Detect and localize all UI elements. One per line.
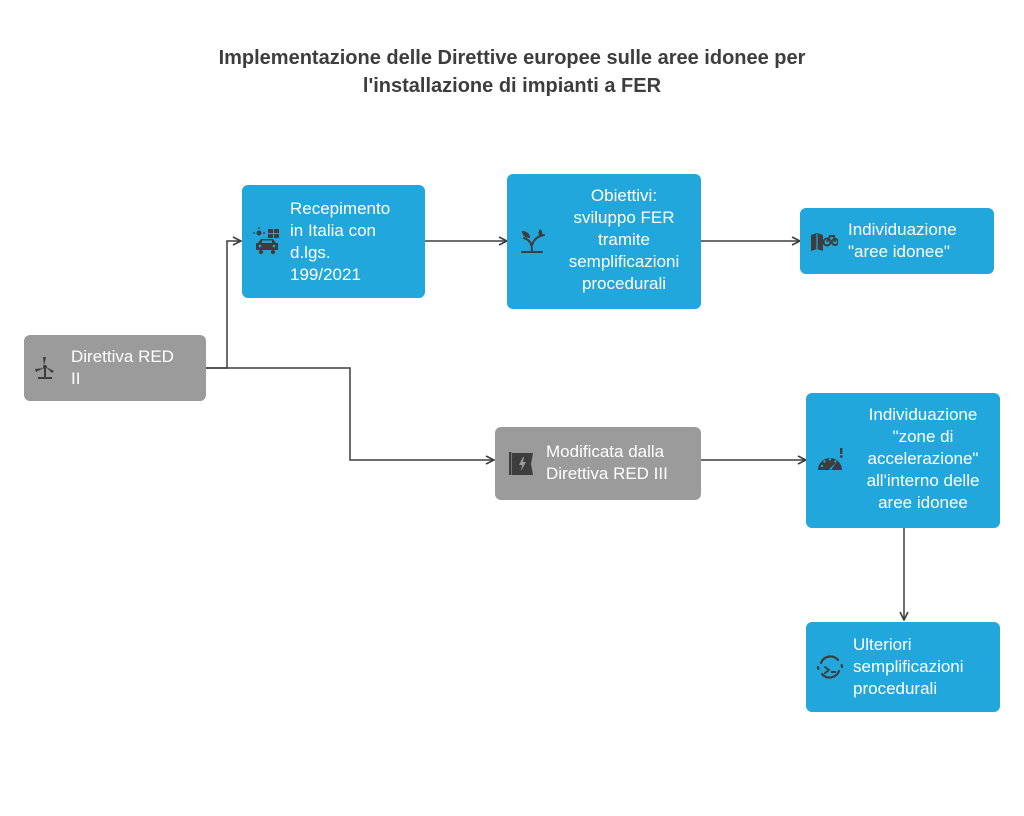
node-direttiva-red-iii-label: Modificata dalla Direttiva RED III — [546, 442, 668, 483]
node-aree-idonee-label: Individuazione "aree idonee" — [848, 220, 957, 261]
circular-arrows-icon — [816, 653, 844, 681]
node-direttiva-red-iii: Modificata dalla Direttiva RED III — [495, 427, 701, 500]
node-direttiva-red-ii-label: Direttiva RED II — [71, 347, 174, 388]
node-aree-idonee: Individuazione "aree idonee" — [800, 208, 994, 274]
node-obiettivi-label: Obiettivi: sviluppo FER tramite semplifi… — [568, 186, 680, 293]
connector-red2-to-recepimento — [206, 241, 241, 369]
node-ulteriori-semplificazioni: Ulteriori semplificazioni procedurali — [806, 622, 1000, 712]
diagram-title: Implementazione delle Direttive europee … — [0, 44, 1024, 100]
plant-sprout-icon — [518, 227, 546, 255]
node-zone-accelerazione-label: Individuazione "zone di accelerazione" a… — [866, 405, 980, 512]
energy-flag-icon — [507, 449, 535, 477]
speedometer-icon — [816, 446, 844, 474]
diagram-title-text: Implementazione delle Direttive europee … — [218, 47, 806, 97]
connector-red2-to-red3 — [206, 367, 494, 460]
node-zone-accelerazione: Individuazione "zone di accelerazione" a… — [806, 393, 1000, 528]
node-obiettivi: Obiettivi: sviluppo FER tramite semplifi… — [507, 174, 701, 309]
solar-car-icon — [253, 227, 281, 255]
map-bike-icon — [810, 227, 838, 255]
node-recepimento: Recepimento in Italia con d.lgs. 199/202… — [242, 185, 425, 298]
node-direttiva-red-ii: Direttiva RED II — [24, 335, 206, 401]
node-recepimento-label: Recepimento in Italia con d.lgs. 199/202… — [290, 199, 391, 284]
node-ulteriori-semplificazioni-label: Ulteriori semplificazioni procedurali — [853, 635, 964, 698]
wind-turbine-icon — [31, 354, 59, 382]
